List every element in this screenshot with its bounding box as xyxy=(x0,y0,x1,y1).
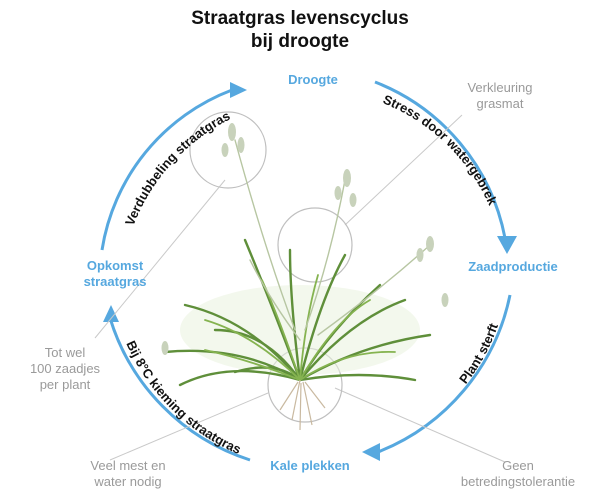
note-verkleuring-line1: Verkleuring xyxy=(467,80,533,95)
note-zaadjes: Tot wel 100 zaadjes per plant xyxy=(20,345,110,393)
note-betreding-line1: Geen xyxy=(502,458,534,473)
arrow-opkomst-to-droogte xyxy=(100,88,233,251)
leader-zaadjes xyxy=(94,179,226,339)
diagram-title-line1: Straatgras levenscyclus xyxy=(191,8,409,29)
grass-plant-image xyxy=(161,123,449,431)
stage-kale-plekken: Kale plekken xyxy=(270,458,350,473)
stage-zaadproductie: Zaadproductie xyxy=(468,259,558,274)
note-betreding-line2: betredingstolerantie xyxy=(460,474,576,489)
transition-plant-sterft: Plant sterft xyxy=(456,321,501,387)
note-zaadjes-line2: 100 zaadjes xyxy=(29,361,101,376)
stage-opkomst-line1: Opkomst xyxy=(86,258,144,273)
arrowhead-kale-plekken xyxy=(362,443,380,461)
stage-opkomst: Opkomst straatgras xyxy=(70,258,160,290)
leader-verkleuring xyxy=(344,114,463,226)
note-verkleuring: Verkleuring grasmat xyxy=(440,80,560,112)
note-mest-water: Veel mest en water nodig xyxy=(68,458,188,490)
leader-betreding xyxy=(334,387,506,463)
arrow-zaadproductie-to-kale-plekken xyxy=(377,294,512,454)
note-zaadjes-line1: Tot wel xyxy=(44,345,86,360)
transition-verdubbeling: Verdubbeling straatgras xyxy=(122,108,232,228)
note-betredingstolerantie: Geen betredingstolerantie xyxy=(443,458,593,490)
arrow-kale-plekken-to-opkomst xyxy=(108,317,251,462)
leader-lines xyxy=(94,114,506,463)
note-mest-line1: Veel mest en xyxy=(90,458,166,473)
diagram-title-line2: bij droogte xyxy=(250,31,350,52)
arrow-droogte-to-zaadproductie xyxy=(374,80,507,239)
note-zaadjes-line3: per plant xyxy=(39,377,91,392)
arrowheads xyxy=(103,82,517,461)
leader-mest xyxy=(109,392,269,461)
arrowhead-droogte xyxy=(230,82,247,98)
detail-circle-leaf xyxy=(277,207,353,283)
arrowhead-zaadproductie xyxy=(497,236,517,254)
note-verkleuring-line2: grasmat xyxy=(476,96,524,111)
cycle-arrows xyxy=(100,80,512,462)
stage-droogte: Droogte xyxy=(288,72,338,87)
note-mest-line2: water nodig xyxy=(94,474,162,489)
arrowhead-opkomst xyxy=(103,305,119,322)
stage-opkomst-line2: straatgras xyxy=(83,274,147,289)
detail-circle-seedhead xyxy=(189,111,267,189)
